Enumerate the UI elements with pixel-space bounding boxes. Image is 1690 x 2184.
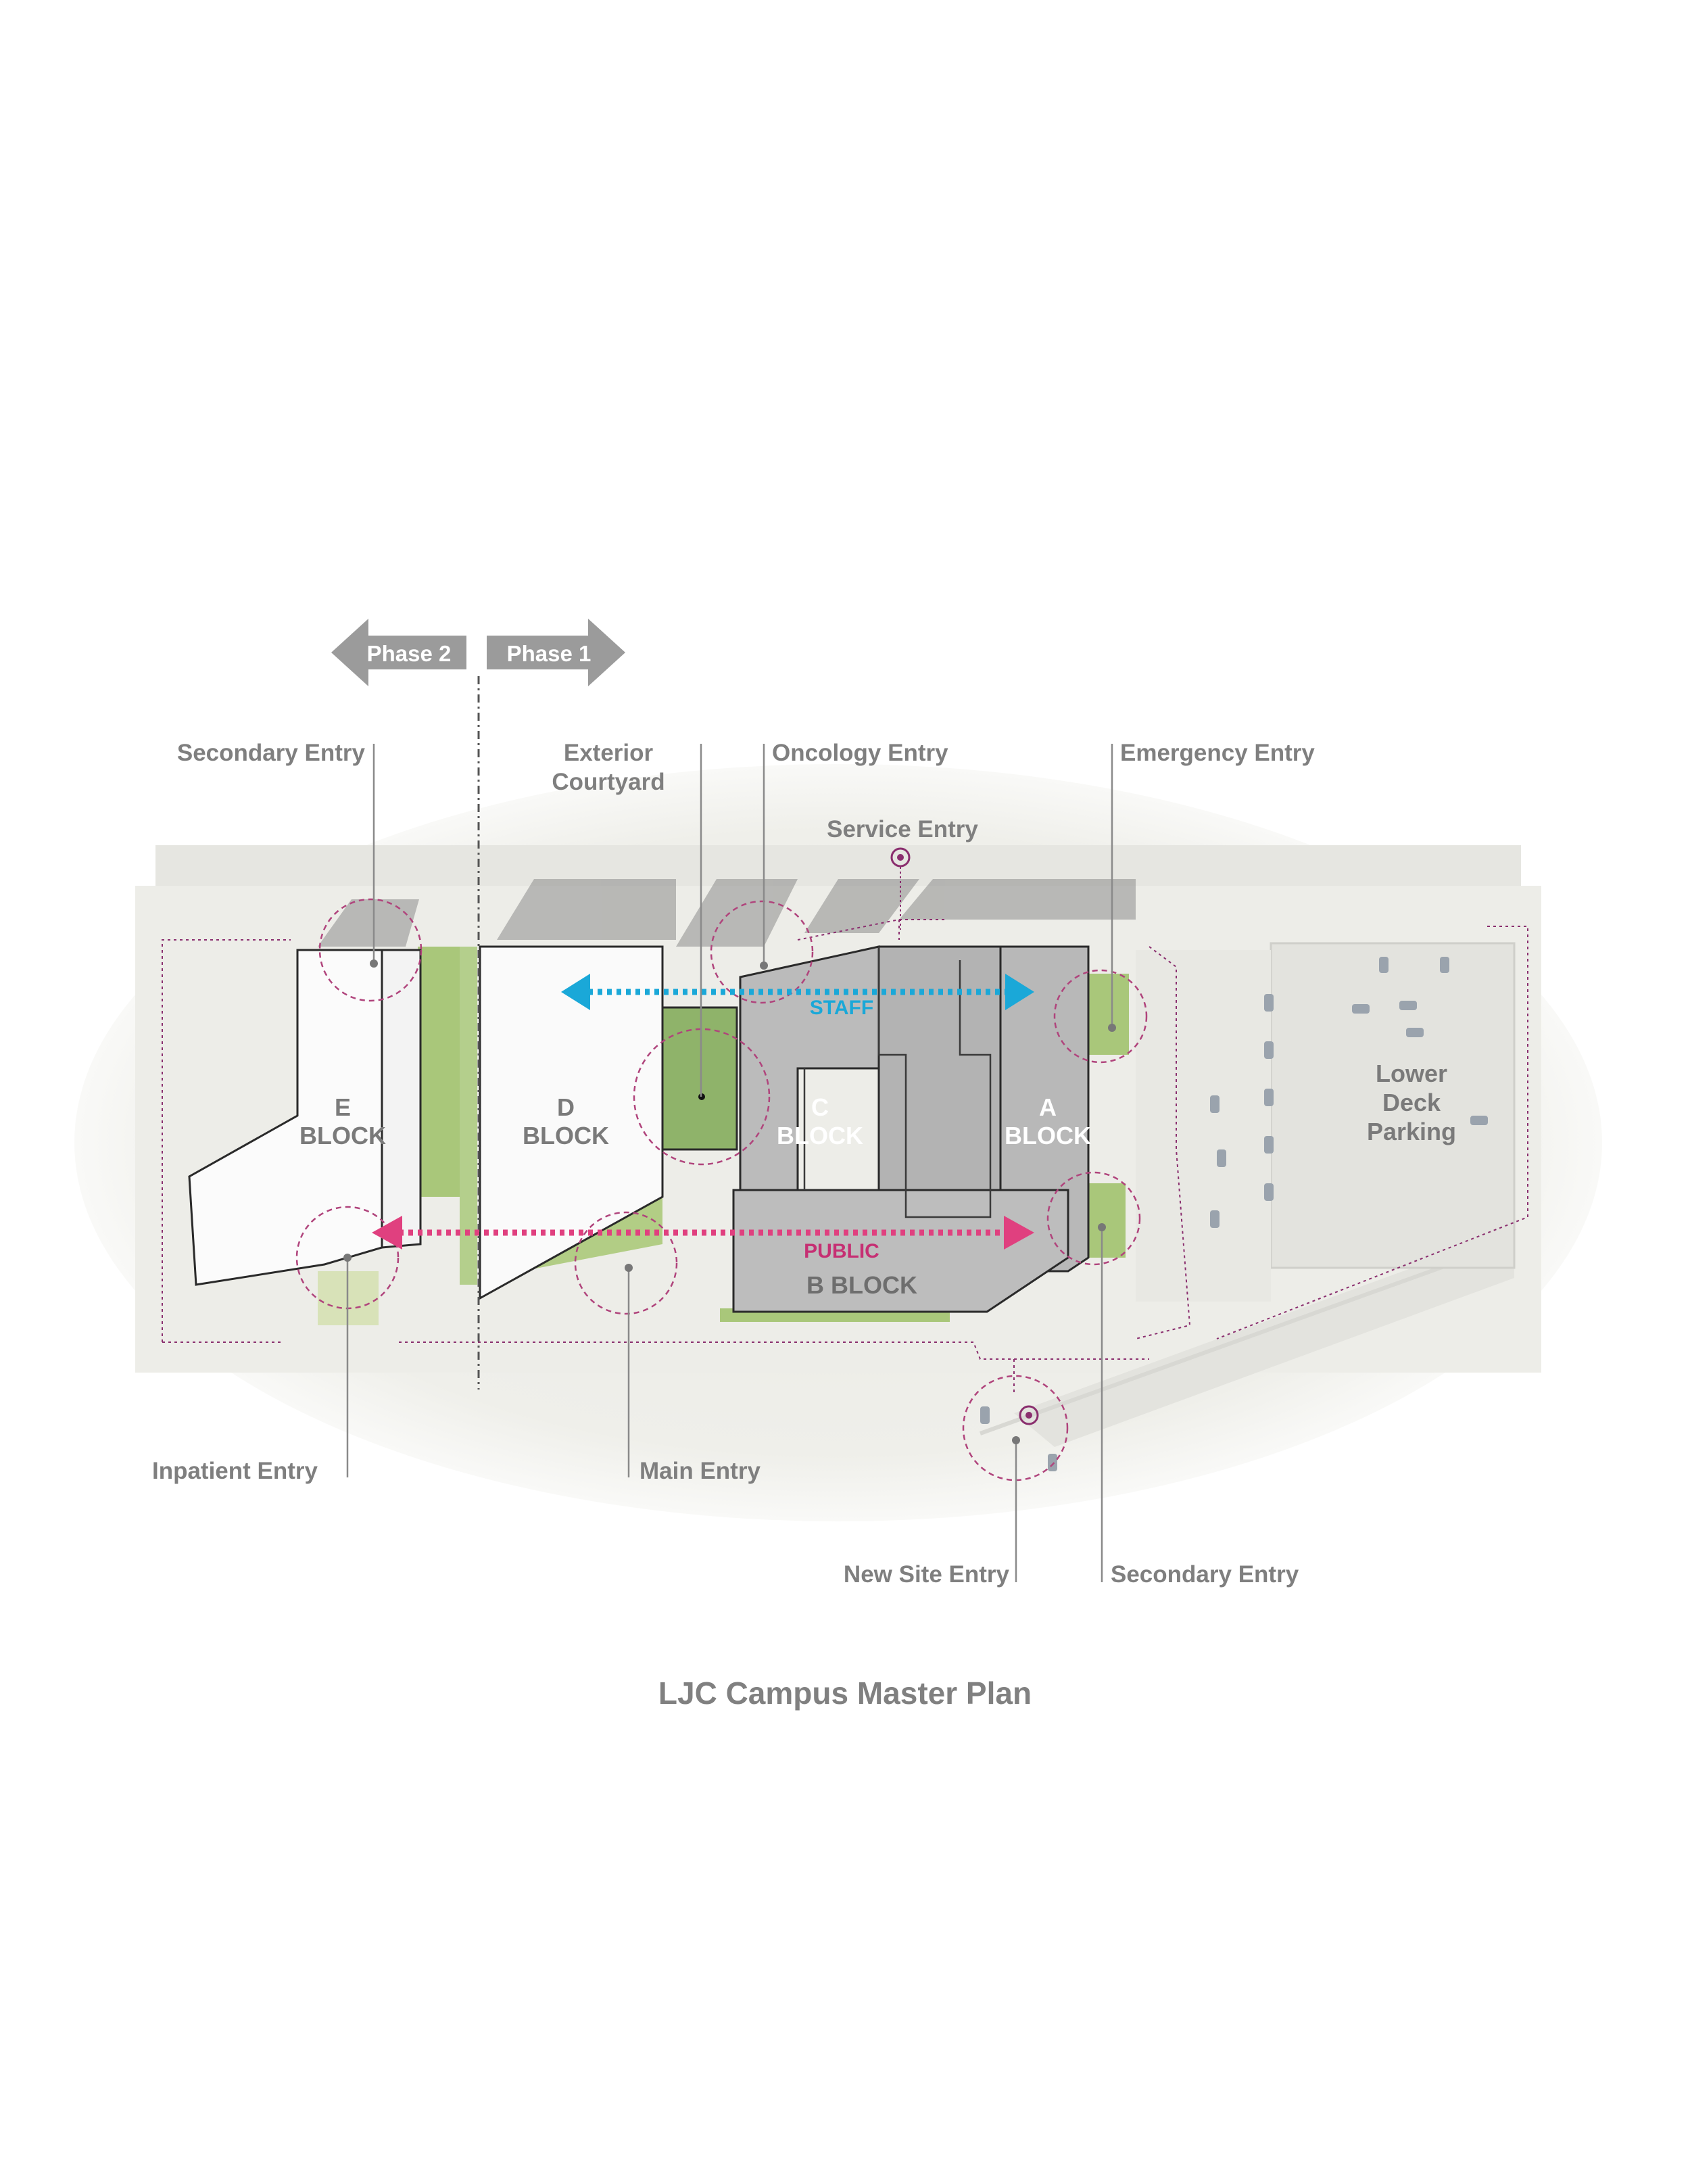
phase-2-label: Phase 2 [367,641,452,666]
entry-zone-secondary-top [318,898,422,1002]
parked-cars [980,957,1488,1471]
service-entry-marker [890,847,911,930]
service-entry-label: Service Entry [827,816,978,842]
emergency-entry-label: Emergency Entry [1120,740,1315,766]
entry-zone-courtyard [633,1028,771,1166]
public-flow-label: PUBLIC [804,1240,879,1262]
a-block-letter: A [1039,1093,1057,1121]
d-block-word: BLOCK [523,1122,609,1149]
phase-1-label: Phase 1 [507,641,592,666]
main-entry-label: Main Entry [639,1458,760,1484]
plan-title: LJC Campus Master Plan [658,1676,1032,1711]
block-labels: E BLOCK D BLOCK C BLOCK A BLOCK B BLOCK [299,1093,1091,1299]
parking-label-line3: Parking [1367,1118,1456,1145]
buildings [188,945,1090,1313]
d-block-letter: D [557,1093,575,1121]
inpatient-entry-label: Inpatient Entry [152,1458,318,1484]
secondary-entry-bottom-label: Secondary Entry [1111,1561,1299,1588]
entry-zone-emergency [1053,969,1148,1064]
public-flow-arrow: PUBLIC [372,1216,1034,1262]
entry-zone-new-site [962,1375,1069,1481]
parking-label-line2: Deck [1382,1089,1441,1116]
leader-dots [343,959,1116,1444]
a-block-word: BLOCK [1005,1122,1091,1149]
entry-zone-secondary-bottom [1046,1171,1141,1266]
entry-zone-oncology [710,900,814,1004]
building-shadows [318,879,1136,947]
phase-1-arrow: Phase 1 [487,619,625,686]
circulation-path [162,919,1528,1393]
parking-label: Lower Deck Parking [1367,1060,1456,1145]
oncology-entry-label: Oncology Entry [772,740,948,766]
parking-label-line1: Lower [1376,1060,1447,1087]
staff-flow-arrow: STAFF [561,974,1034,1019]
e-block-word: BLOCK [299,1122,386,1149]
entry-zone-main [574,1211,678,1315]
e-block-letter: E [335,1093,351,1121]
c-block-letter: C [811,1093,829,1121]
phase-2-arrow: Phase 2 [331,619,466,686]
e-block-annex [381,949,422,1249]
new-site-entry-marker [1019,1405,1039,1425]
secondary-entry-top-label: Secondary Entry [177,740,366,766]
d-block-building [479,945,664,1300]
b-block-building [732,1189,1069,1313]
building-detail-lines [803,947,992,1218]
staff-flow-label: STAFF [810,997,873,1019]
c-block-word: BLOCK [777,1122,863,1149]
b-block-label: B BLOCK [806,1271,917,1299]
courtyard [661,1006,738,1151]
entry-labels: Secondary Entry Exterior Courtyard Oncol… [152,740,1315,1588]
new-site-entry-label: New Site Entry [844,1561,1010,1588]
leader-lines [346,744,1113,1582]
exterior-courtyard-label-line1: Exterior [564,740,654,766]
exterior-courtyard-label-line2: Courtyard [552,769,665,795]
